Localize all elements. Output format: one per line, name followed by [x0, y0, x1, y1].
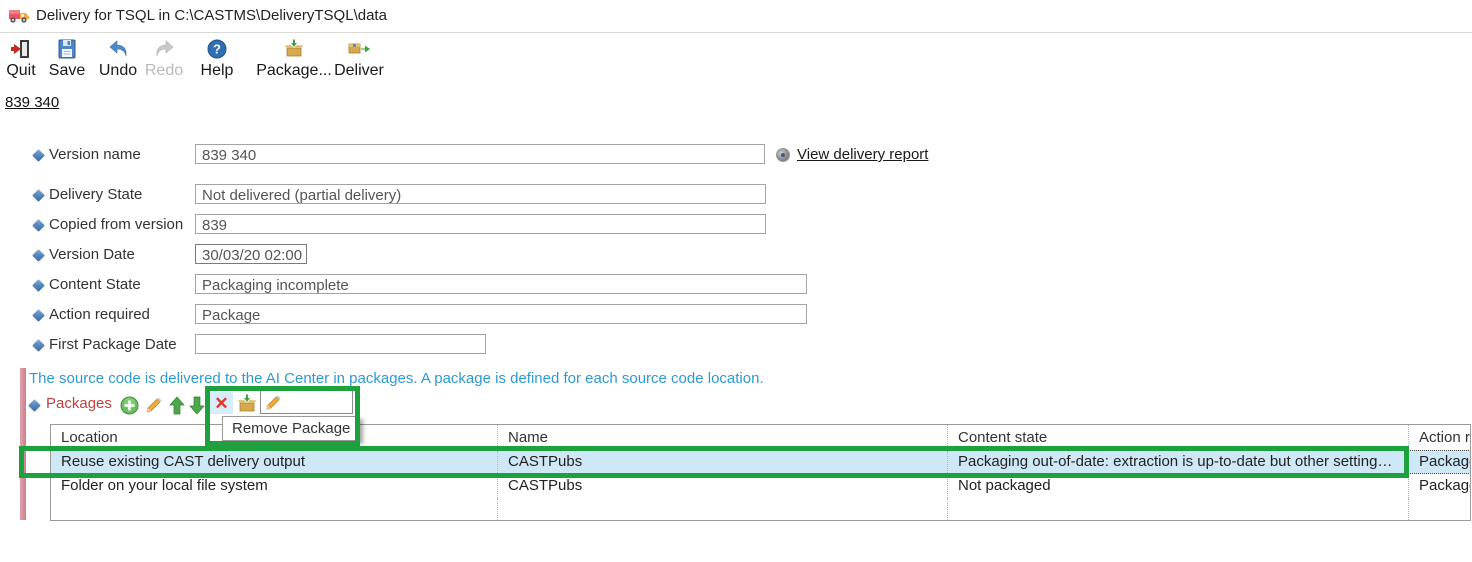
- table-empty-row: [51, 498, 1470, 520]
- cell-location: Folder on your local file system: [51, 474, 498, 498]
- add-package-button[interactable]: [236, 393, 257, 414]
- cell-action: Package: [1419, 453, 1470, 470]
- diamond-bullet-icon: [32, 249, 45, 262]
- quit-label: Quit: [6, 62, 36, 79]
- move-up-button[interactable]: [166, 395, 187, 416]
- undo-label: Undo: [98, 62, 138, 79]
- diamond-bullet-icon: [32, 189, 45, 202]
- redo-label: Redo: [144, 62, 184, 79]
- remove-package-button[interactable]: ✕: [210, 392, 233, 414]
- cell-name: CASTPubs: [498, 451, 948, 473]
- cell-location: Reuse existing CAST delivery output: [51, 451, 498, 473]
- table-header-row: Location Name Content state Action requi…: [51, 425, 1470, 450]
- field-label: Version Date: [49, 246, 135, 263]
- packages-section-label: Packages: [46, 395, 112, 412]
- deliver-button[interactable]: Deliver: [330, 38, 388, 88]
- version-breadcrumb-link[interactable]: 839 340: [5, 94, 60, 111]
- help-question-icon: ?: [206, 38, 228, 60]
- help-button[interactable]: ? Help: [194, 38, 240, 88]
- cell-action: Package: [1419, 477, 1470, 494]
- diamond-bullet-icon: [28, 399, 41, 412]
- cell-content-state: Packaging out-of-date: extraction is up-…: [948, 451, 1409, 473]
- edit-package-button[interactable]: [143, 395, 164, 416]
- quit-button[interactable]: Quit: [2, 38, 40, 88]
- diamond-bullet-icon: [32, 309, 45, 322]
- field-label: Action required: [49, 306, 150, 323]
- undo-arrow-icon: [107, 38, 129, 60]
- version-date-input[interactable]: [195, 244, 307, 264]
- table-row-selected[interactable]: Reuse existing CAST delivery output CAST…: [51, 450, 1470, 474]
- field-label: Delivery State: [49, 186, 143, 203]
- move-up-icon: [168, 396, 185, 415]
- field-label: First Package Date: [49, 336, 177, 353]
- field-label: Copied from version: [49, 216, 184, 233]
- delivery-state-input[interactable]: [195, 184, 766, 204]
- action-required-input[interactable]: [195, 304, 807, 324]
- main-toolbar: Quit Save Undo: [0, 34, 1472, 90]
- svg-text:?: ?: [213, 42, 221, 57]
- edit-pencil-icon: [146, 397, 162, 413]
- window-title: Delivery for TSQL in C:\CASTMS\DeliveryT…: [36, 7, 387, 24]
- column-header-location[interactable]: Location: [51, 425, 498, 450]
- copied-from-version-input[interactable]: [195, 214, 766, 234]
- redo-arrow-icon: [153, 38, 175, 60]
- package-button[interactable]: Package...: [256, 38, 332, 88]
- section-accent-bar: [20, 368, 26, 520]
- packages-notice-text: The source code is delivered to the AI C…: [29, 370, 764, 387]
- move-down-icon: [188, 396, 205, 415]
- cell-name: CASTPubs: [498, 474, 948, 498]
- save-button[interactable]: Save: [46, 38, 88, 88]
- deliver-label: Deliver: [334, 62, 384, 79]
- package-box-icon: [283, 38, 305, 60]
- delivery-truck-icon: [9, 10, 29, 23]
- cell-content-state: Not packaged: [948, 474, 1409, 498]
- diamond-bullet-icon: [32, 219, 45, 232]
- view-report-icon: [776, 148, 790, 162]
- move-down-button[interactable]: [186, 395, 207, 416]
- rename-pencil-icon: [266, 395, 281, 410]
- diamond-bullet-icon: [32, 149, 45, 162]
- package-label: Package...: [256, 62, 332, 79]
- diamond-bullet-icon: [32, 339, 45, 352]
- exit-door-icon: [10, 38, 32, 60]
- undo-button[interactable]: Undo: [96, 38, 140, 88]
- add-icon: [120, 396, 139, 415]
- column-header-name[interactable]: Name: [498, 425, 948, 450]
- column-header-content-state[interactable]: Content state: [948, 425, 1409, 450]
- content-state-input[interactable]: [195, 274, 807, 294]
- redo-button: Redo: [142, 38, 186, 88]
- remove-x-icon: ✕: [214, 393, 229, 413]
- version-name-input[interactable]: [195, 144, 765, 164]
- floppy-disk-icon: [56, 38, 78, 60]
- first-package-date-input[interactable]: [195, 334, 486, 354]
- remove-package-tooltip: Remove Package: [222, 416, 361, 441]
- table-row[interactable]: Folder on your local file system CASTPub…: [51, 474, 1470, 498]
- field-label: Version name: [49, 146, 141, 163]
- deliver-box-icon: [348, 38, 370, 60]
- diamond-bullet-icon: [32, 279, 45, 292]
- column-header-action-required[interactable]: Action required: [1419, 429, 1470, 446]
- field-label: Content State: [49, 276, 141, 293]
- add-package-row-button[interactable]: [119, 395, 140, 416]
- help-label: Help: [200, 62, 234, 79]
- add-package-icon: [237, 394, 256, 411]
- save-label: Save: [48, 62, 86, 79]
- title-bar: Delivery for TSQL in C:\CASTMS\DeliveryT…: [0, 0, 1472, 33]
- view-delivery-report-link[interactable]: View delivery report: [797, 146, 929, 163]
- package-name-filter-input[interactable]: [260, 390, 353, 414]
